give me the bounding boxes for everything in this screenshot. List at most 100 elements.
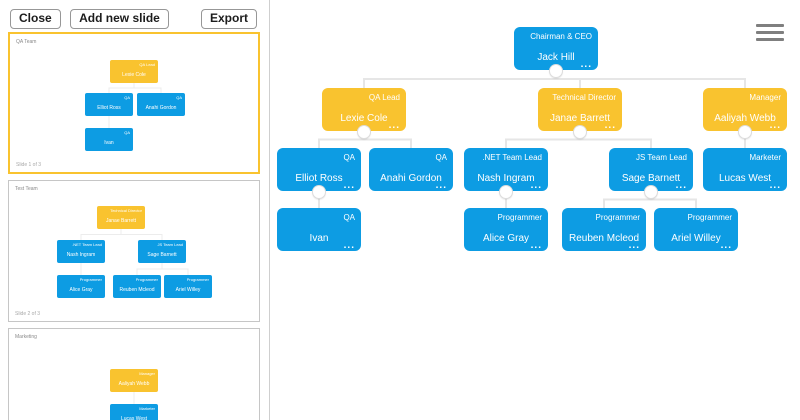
node-role-label: QA xyxy=(435,153,447,162)
node-name-label: Alice Gray xyxy=(69,287,93,293)
node-name-label: Reuben Mcleod xyxy=(119,287,155,293)
node-role-label: Programmer xyxy=(595,213,640,222)
node-role-label: JS Team Lead xyxy=(636,153,687,162)
node-options-icon[interactable]: ... xyxy=(343,240,355,251)
menu-button[interactable] xyxy=(756,24,784,42)
slide-footer: Slide 2 of 3 xyxy=(15,311,41,317)
slide-footer: Slide 1 of 3 xyxy=(16,162,42,168)
collapse-handle[interactable] xyxy=(499,185,513,199)
node-name-label: Ariel Willey xyxy=(671,233,721,244)
hamburger-icon xyxy=(756,24,784,27)
node-name-label: Sage Barnett xyxy=(621,173,681,184)
node-options-icon[interactable]: ... xyxy=(720,240,732,251)
node-role-label: Programmer xyxy=(135,277,158,282)
node-name-label: Nash Ingram xyxy=(66,252,96,258)
collapse-handle[interactable] xyxy=(357,125,371,139)
org-node-anahi[interactable]: QA Anahi Gordon... xyxy=(369,148,453,191)
close-button[interactable]: Close xyxy=(10,9,61,29)
node-name-label: Elliot Ross xyxy=(295,173,343,184)
node-options-icon[interactable]: ... xyxy=(675,180,687,191)
node-name-label: Janae Barrett xyxy=(549,113,611,124)
node-options-icon[interactable]: ... xyxy=(343,180,355,191)
node-role-label: Manager xyxy=(749,93,781,102)
node-options-icon[interactable]: ... xyxy=(388,120,400,131)
collapse-handle[interactable] xyxy=(573,125,587,139)
node-role-label: Technical Director xyxy=(552,93,616,102)
node-role-label: QA xyxy=(124,95,130,100)
node-name-label: Jack Hill xyxy=(537,52,575,63)
node-name-label: Anahi Gordon xyxy=(145,105,177,111)
hamburger-icon xyxy=(756,31,784,34)
node-name-label: Anahi Gordon xyxy=(380,173,442,184)
node-options-icon[interactable]: ... xyxy=(435,180,447,191)
node-name-label: Lucas West xyxy=(718,173,772,184)
node-name-label: Ariel Willey xyxy=(175,287,201,293)
node-role-label: Programmer xyxy=(186,277,209,282)
node-name-label: Lexie Cole xyxy=(122,72,146,78)
collapse-handle[interactable] xyxy=(312,185,326,199)
node-role-label: Marketer xyxy=(749,153,781,162)
slides-sidebar: Close Add new slide Export QA Team QA Lea… xyxy=(0,0,270,420)
node-options-icon[interactable]: ... xyxy=(604,120,616,131)
node-name-label: Reuben Mcleod xyxy=(568,233,640,244)
node-name-label: Elliot Ross xyxy=(97,105,121,111)
add-new-slide-button[interactable]: Add new slide xyxy=(70,9,169,29)
node-name-label: Aaliyah Webb xyxy=(118,381,150,387)
export-button[interactable]: Export xyxy=(200,9,257,29)
node-role-label: Programmer xyxy=(687,213,732,222)
node-options-icon[interactable]: ... xyxy=(769,120,781,131)
org-node-jack[interactable]: Chairman & CEO Jack Hill... xyxy=(514,27,598,78)
collapse-handle[interactable] xyxy=(644,185,658,199)
node-role-label: Marketer xyxy=(139,406,155,411)
collapse-handle[interactable] xyxy=(549,64,563,78)
node-name-label: Ivan xyxy=(104,140,114,146)
node-options-icon[interactable]: ... xyxy=(530,180,542,191)
sidebar-toolbar: Close Add new slide Export xyxy=(10,9,257,31)
connector-lines xyxy=(133,392,135,404)
node-role-label: Manager xyxy=(139,371,155,376)
node-role-label: Chairman & CEO xyxy=(530,32,592,41)
node-role-label: JS Team Lead xyxy=(157,242,184,247)
node-name-label: Alice Gray xyxy=(482,233,530,244)
slide-title: QA Team xyxy=(16,39,37,45)
node-role-label: Programmer xyxy=(497,213,542,222)
node-options-icon[interactable]: ... xyxy=(769,180,781,191)
node-name-label: Aaliyah Webb xyxy=(714,113,776,124)
node-options-icon[interactable]: ... xyxy=(530,240,542,251)
node-role-label: Technical Director xyxy=(110,208,142,213)
node-name-label: Lucas West xyxy=(120,416,148,420)
node-options-icon[interactable]: ... xyxy=(580,59,592,70)
node-options-icon[interactable]: ... xyxy=(628,240,640,251)
collapse-handle[interactable] xyxy=(738,125,752,139)
